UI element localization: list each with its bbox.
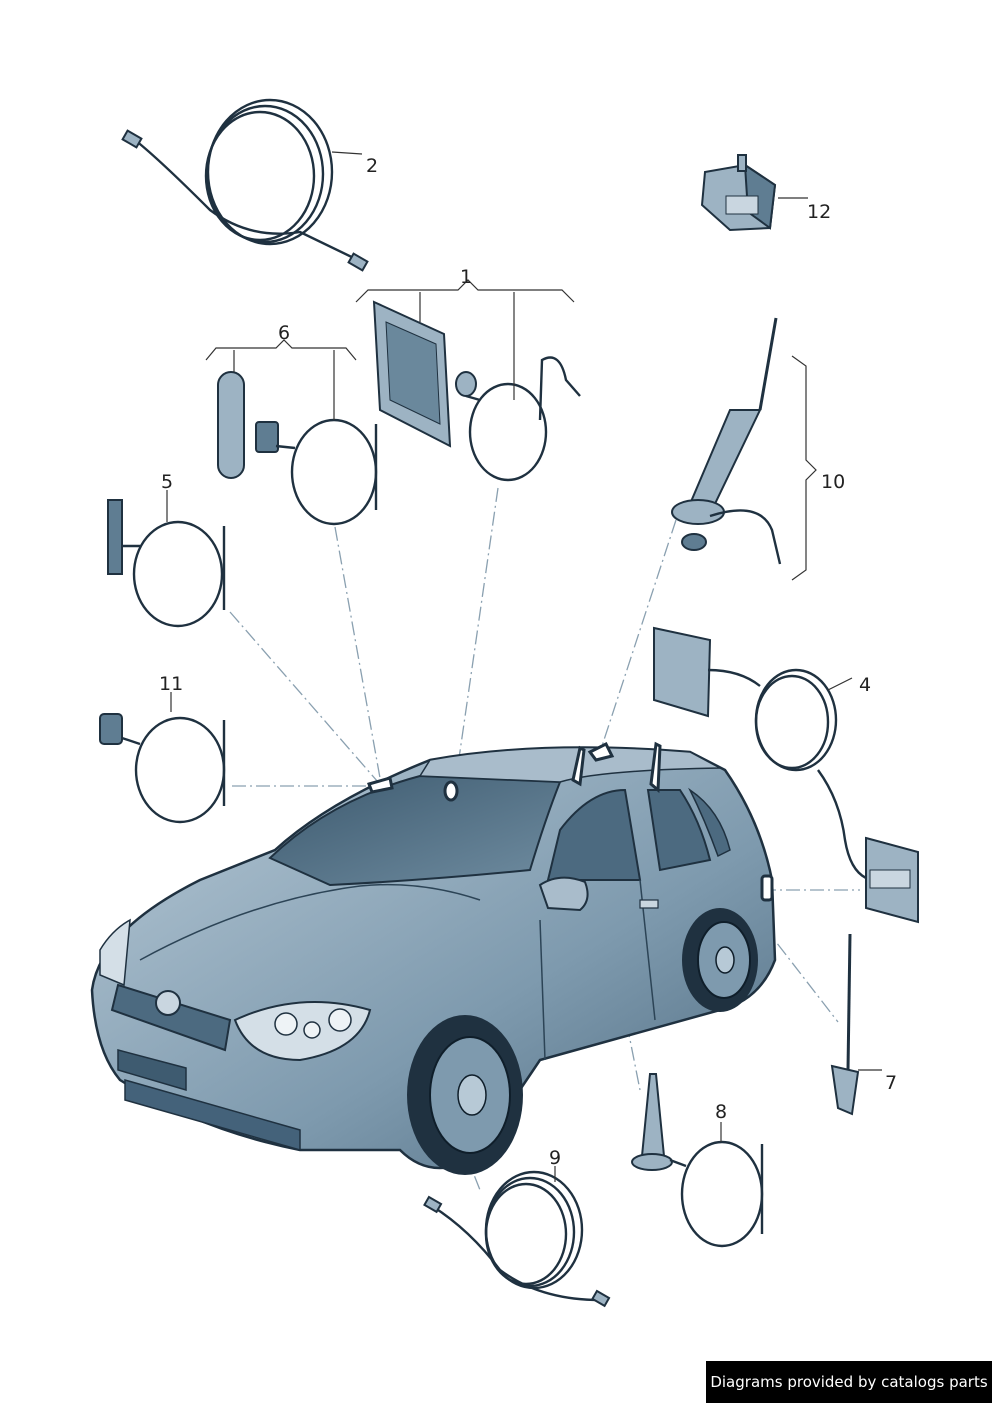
front-side-window — [546, 788, 642, 881]
callout-6: 6 — [278, 322, 290, 344]
callout-8: 8 — [715, 1101, 727, 1123]
credit-banner: Diagrams provided by catalogs parts — [706, 1361, 992, 1403]
lower-intake — [117, 1049, 187, 1092]
callout-7: 7 — [885, 1072, 897, 1094]
part-12-amplifier — [700, 154, 777, 232]
side-mirror — [538, 876, 589, 912]
part-6-antenna-assembly — [205, 339, 378, 526]
callout-10: 10 — [821, 471, 845, 493]
callout-4: 4 — [859, 674, 871, 696]
car-illustration — [90, 741, 777, 1175]
grille — [110, 983, 232, 1052]
rear-quarter-window — [688, 787, 731, 858]
vw-badge — [155, 990, 181, 1016]
callout-12: 12 — [807, 201, 831, 223]
windshield — [268, 774, 562, 887]
part-9-antenna-cable — [423, 1166, 611, 1308]
callout-1: 1 — [460, 266, 472, 288]
part-2-antenna-cable — [121, 98, 369, 272]
rear-side-window — [646, 789, 712, 872]
part-10-rod-antenna — [671, 317, 817, 581]
part-11-antenna-cable — [99, 692, 226, 824]
part-5-antenna-cable — [107, 490, 226, 628]
part-1-window-antenna — [355, 279, 581, 482]
part-4-glass-antenna — [653, 626, 919, 924]
roof — [418, 746, 723, 783]
part-7-whip-antenna — [830, 933, 882, 1116]
callout-2: 2 — [366, 155, 378, 177]
callout-11: 11 — [159, 673, 183, 695]
callout-9: 9 — [549, 1147, 561, 1169]
part-8-base-antenna — [631, 1073, 764, 1248]
callout-5: 5 — [161, 471, 173, 493]
front-wheel — [407, 1015, 523, 1175]
rear-wheel — [682, 908, 758, 1012]
